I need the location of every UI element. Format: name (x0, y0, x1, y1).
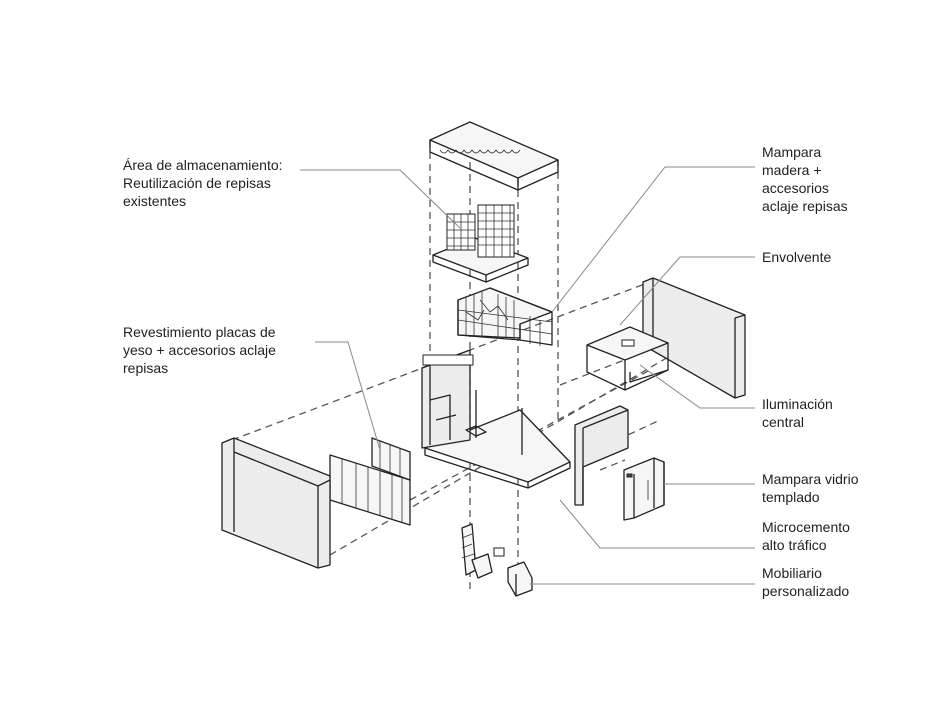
label-mobiliario-line-1: Mobiliario (762, 565, 822, 581)
label-revestimiento-line-1: Revestimiento placas de (123, 324, 276, 340)
label-mampara-vidrio: Mampara vidrio templado (762, 470, 858, 506)
wood-partition (457, 287, 553, 346)
label-mobiliario: Mobiliario personalizado (762, 564, 849, 600)
label-envolvente-line-1: Envolvente (762, 249, 832, 265)
label-almacenamiento-line-2: Reutilización de repisas (123, 175, 271, 191)
label-almacenamiento-line-3: existentes (123, 193, 187, 209)
label-envolvente: Envolvente (762, 248, 831, 266)
label-microcemento-line-2: alto tráfico (762, 537, 827, 553)
storage-shelving (432, 204, 529, 283)
label-revestimiento-line-3: repisas (123, 360, 169, 376)
label-mampara-madera-line-3: accesorios (762, 180, 829, 196)
label-revestimiento-line-2: yeso + accesorios aclaje (123, 342, 276, 358)
envelope-wall (642, 277, 746, 399)
leader-lines (300, 166, 755, 585)
label-mobiliario-line-2: personalizado (762, 583, 850, 599)
left-wall (221, 437, 331, 569)
label-mampara-madera: Mampara madera + accesorios aclaje repis… (762, 143, 848, 215)
floor-assembly (421, 349, 571, 489)
label-almacenamiento-line-1: Área de almacenamiento: (123, 157, 283, 173)
lighting-box (586, 326, 669, 391)
furniture (461, 523, 533, 597)
label-mampara-vidrio-line-2: templado (762, 489, 820, 505)
label-mampara-madera-line-4: aclaje repisas (762, 198, 848, 214)
label-microcemento-line-1: Microcemento (762, 519, 850, 535)
label-microcemento: Microcemento alto tráfico (762, 518, 850, 554)
glass-partition (623, 457, 665, 521)
label-iluminacion-line-2: central (762, 414, 805, 430)
label-iluminacion-line-1: Iluminación (762, 396, 833, 412)
label-mampara-madera-line-1: Mampara (762, 144, 822, 160)
label-almacenamiento: Área de almacenamiento: Reutilización de… (123, 156, 283, 210)
label-mampara-vidrio-line-1: Mampara vidrio (762, 471, 859, 487)
label-mampara-madera-line-2: madera + (762, 162, 822, 178)
label-revestimiento: Revestimiento placas de yeso + accesorio… (123, 323, 276, 377)
ceiling-slab (429, 121, 559, 191)
label-iluminacion: Iluminación central (762, 395, 833, 431)
side-wall-segment (574, 405, 629, 506)
plaster-cladding (329, 437, 411, 526)
